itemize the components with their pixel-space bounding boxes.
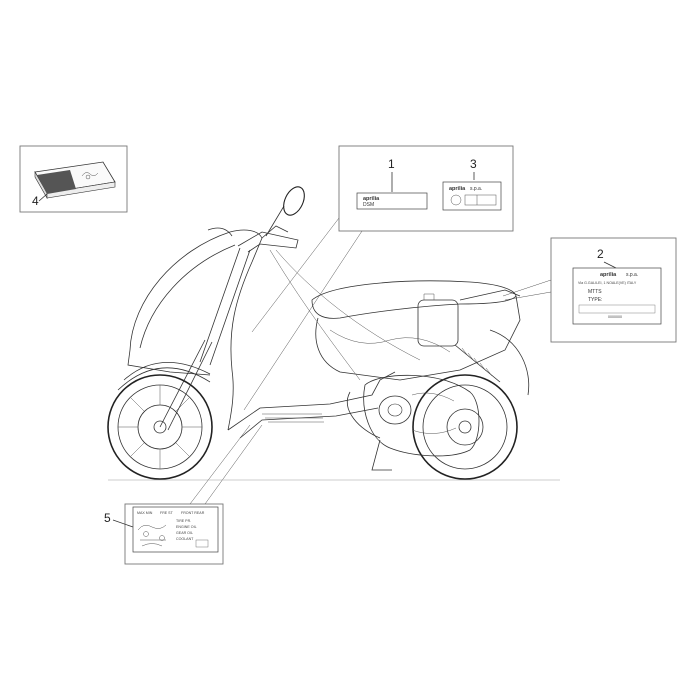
decal-5-note-4: COOLANT bbox=[176, 537, 194, 541]
rear-wheel bbox=[412, 374, 518, 480]
scooter-illustration bbox=[107, 186, 560, 481]
decal-2-code: 0000000 bbox=[608, 315, 622, 319]
box-item-2 bbox=[550, 237, 677, 343]
decal-item-5: MAX MIN FRE ST FRONT REAR TIRE PR. ENGIN… bbox=[132, 506, 219, 553]
callout-4: 4 bbox=[32, 194, 39, 208]
decal-5-col-b: FRE ST bbox=[160, 511, 174, 515]
decal-2-type: TYPE: bbox=[588, 297, 602, 303]
decal-item-2: aprilia s.p.a. Via G.GALILEI, 1 NOALE(VE… bbox=[572, 267, 662, 325]
box-items-1-3 bbox=[338, 145, 514, 232]
callout-1: 1 bbox=[388, 157, 395, 171]
decal-5-note-1: TIRE PR. bbox=[176, 519, 191, 523]
manual-illustration bbox=[34, 161, 116, 200]
decal-3-suffix: s.p.a. bbox=[470, 186, 482, 192]
callout-2: 2 bbox=[597, 247, 604, 261]
decal-item-1: aprilia DSM bbox=[356, 192, 428, 210]
decal-2-address: Via G.GALILEI, 1 NOALE(VE) ITALY bbox=[578, 281, 637, 285]
callout-5: 5 bbox=[104, 511, 111, 525]
decal-3-brand: aprilia bbox=[449, 186, 466, 192]
decal-2-mtts: MTTS bbox=[588, 289, 602, 295]
decal-item-3: aprilia s.p.a. bbox=[442, 181, 502, 211]
decal-5-note-3: GEAR OIL bbox=[176, 531, 193, 535]
decal-2-suffix: s.p.a. bbox=[626, 272, 638, 278]
box-item-4 bbox=[19, 145, 128, 213]
callout-3: 3 bbox=[470, 157, 477, 171]
front-wheel bbox=[107, 374, 213, 480]
leader-lines bbox=[189, 217, 552, 505]
decal-5-col-c: FRONT REAR bbox=[181, 511, 205, 515]
decal-1-model: DSM bbox=[363, 202, 374, 208]
decal-2-brand: aprilia bbox=[600, 272, 617, 278]
decal-1-brand: aprilia bbox=[363, 196, 380, 202]
decal-5-note-2: ENGINE OIL bbox=[176, 525, 197, 529]
box-item-5 bbox=[124, 503, 224, 565]
decal-5-col-a: MAX MIN bbox=[137, 511, 153, 515]
